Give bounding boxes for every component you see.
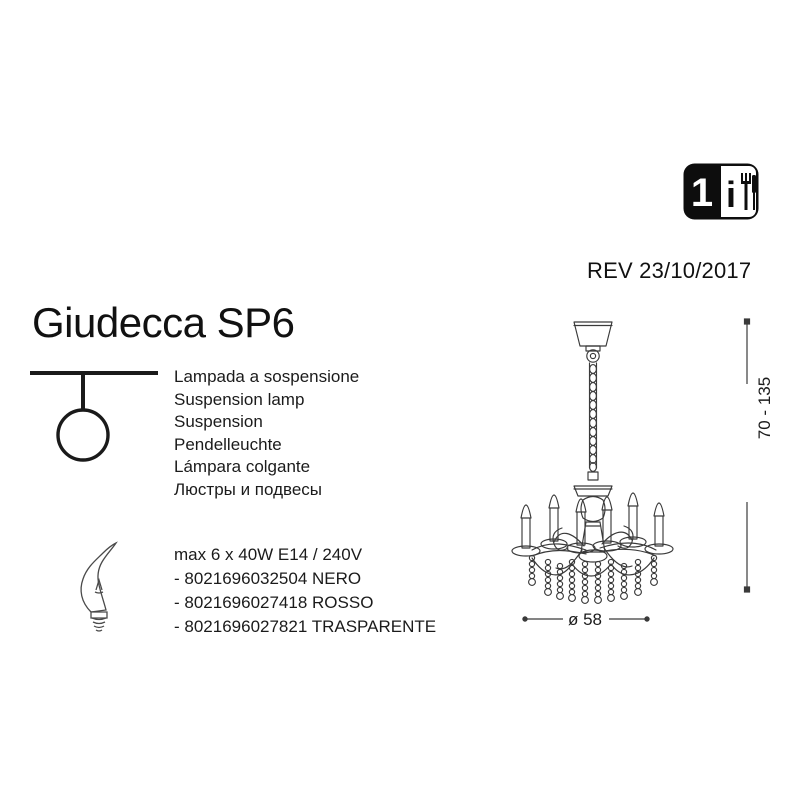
- badge-info-glyph: i: [726, 174, 736, 215]
- badge-count: 1: [691, 171, 713, 215]
- chandelier-drawing: [511, 321, 674, 604]
- description-de: Pendelleuchte: [174, 434, 282, 454]
- suspension-chain: [588, 362, 598, 472]
- variant-nero: - 8021696032504 NERO: [174, 569, 362, 588]
- product-line-drawing: [498, 300, 688, 615]
- variant-trasparente: - 8021696027821 TRASPARENTE: [174, 617, 437, 636]
- height-dimension-line: [700, 312, 798, 597]
- ceiling-canopy: [573, 321, 613, 363]
- height-dimension-label: 70 - 135: [755, 376, 774, 440]
- screwdriver-icon: [752, 175, 756, 210]
- fork-icon: [741, 173, 751, 210]
- lamp-specification: max 6 x 40W E14 / 240V: [174, 545, 363, 564]
- diameter-dimension-line: [505, 604, 665, 634]
- page-title: Giudecca SP6: [32, 299, 295, 346]
- ceiling-suspension-icon: [28, 368, 160, 468]
- badge-svg: 1 i: [683, 163, 759, 220]
- diameter-dimension-label: ø 58: [567, 610, 603, 629]
- description-es: Lámpara colgante: [174, 457, 311, 476]
- one-person-assembly-with-tools-badge: 1 i: [683, 163, 759, 220]
- description-fr: Suspension: [174, 412, 263, 431]
- variant-rosso: - 8021696027418 ROSSO: [174, 593, 374, 612]
- specification-list: max 6 x 40W E14 / 240V - 8021696032504 N…: [174, 543, 436, 639]
- description-it: Lampada a sospensione: [174, 367, 360, 386]
- description-en: Suspension lamp: [174, 389, 305, 409]
- description-ru: Люстры и подвесы: [174, 479, 323, 499]
- candle-bulbs: [511, 492, 674, 557]
- description-list: Lampada a sospensione Suspension lamp Su…: [174, 366, 359, 501]
- revision-date: REV 23/10/2017: [587, 258, 752, 283]
- candle-bulb-e14-icon: [62, 540, 136, 632]
- crystal-bead-strands: [528, 554, 658, 604]
